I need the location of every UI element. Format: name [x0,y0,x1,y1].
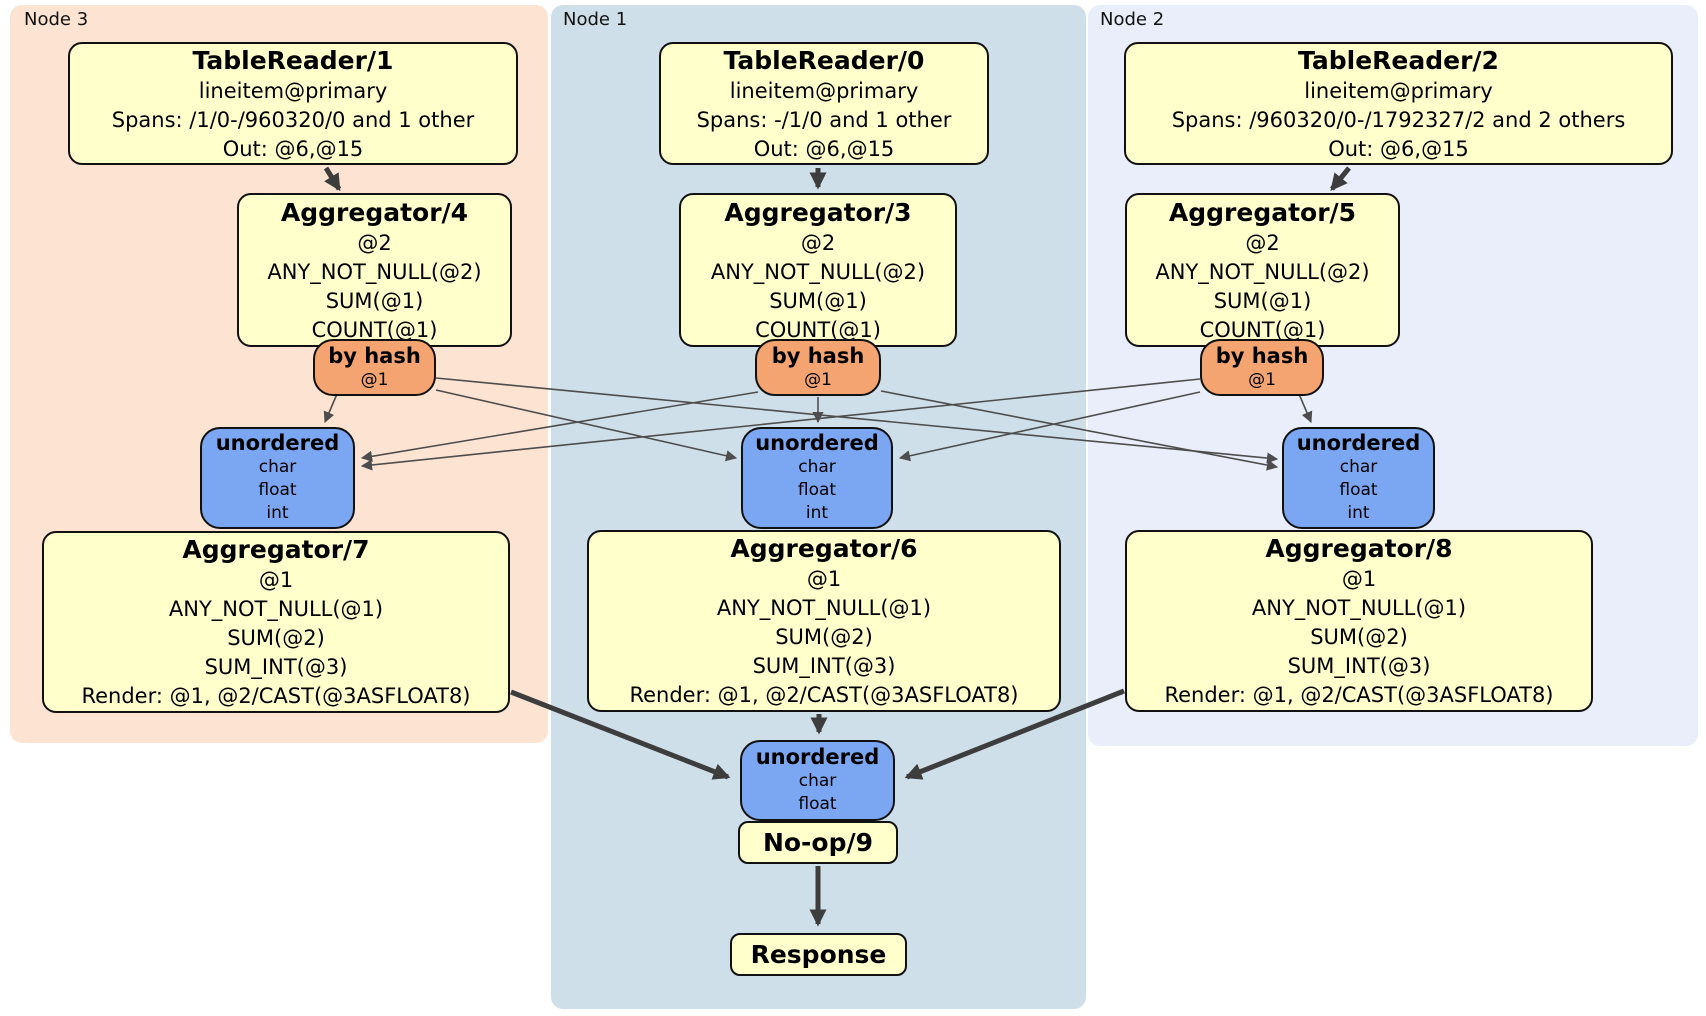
processor-detail: ANY_NOT_NULL(@2) [267,259,482,284]
processor-detail: lineitem@primary [198,78,388,103]
router-stream-edges [323,377,1313,471]
router-detail: @1 [1248,369,1276,390]
router-title: by hash [1215,343,1309,368]
sync-type: char [258,457,297,477]
processor-aggregator-3: Aggregator/3 @2 ANY_NOT_NULL(@2) SUM(@1)… [679,193,957,347]
processor-detail: @1 [1341,567,1377,591]
processor-detail: Render: @1, @2/CAST(@3ASFLOAT8) [1164,683,1554,707]
processor-detail: Spans: /960320/0-/1792327/2 and 2 others [1171,107,1626,132]
node2-label: Node 2 [1100,9,1165,30]
router-title: by hash [771,343,865,368]
node1-label: Node 1 [563,9,628,30]
processor-detail: @1 [258,568,294,592]
sync-unordered-node2: unordered char float int [1282,427,1435,529]
processor-detail: ANY_NOT_NULL(@2) [1155,259,1370,284]
processor-detail: SUM(@1) [325,288,424,313]
processor-aggregator-5: Aggregator/5 @2 ANY_NOT_NULL(@2) SUM(@1)… [1125,193,1400,347]
processor-detail: COUNT(@1) [1199,317,1326,342]
processor-detail: ANY_NOT_NULL(@2) [710,259,926,284]
sync-type: char [1339,457,1378,477]
sync-title: unordered [215,431,340,455]
sync-type: int [266,503,289,523]
processor-title: TableReader/2 [1298,45,1499,75]
processor-detail: COUNT(@1) [311,317,438,342]
processor-aggregator-4: Aggregator/4 @2 ANY_NOT_NULL(@2) SUM(@1)… [237,193,512,347]
sync-unordered-node3: unordered char float int [200,427,355,529]
processor-tablereader-2: TableReader/2 lineitem@primary Spans: /9… [1124,42,1673,165]
sync-title: unordered [1296,431,1421,455]
processor-detail: lineitem@primary [1304,78,1493,103]
processor-title: Aggregator/8 [1265,534,1453,563]
sync-title: unordered [755,431,879,455]
response-title: Response [750,940,887,969]
sync-unordered-final: unordered char float [740,740,895,821]
processor-tablereader-1: TableReader/1 lineitem@primary Spans: /1… [68,42,518,165]
processor-title: TableReader/1 [192,45,394,75]
router-title: by hash [328,343,421,368]
processor-aggregator-6: Aggregator/6 @1 ANY_NOT_NULL(@1) SUM(@2)… [587,530,1061,712]
processor-detail: SUM_INT(@3) [752,654,896,678]
processor-detail: @2 [357,230,392,255]
sync-unordered-node1: unordered char float int [741,427,893,529]
processor-detail: lineitem@primary [729,78,919,103]
sync-type: float [797,480,837,500]
processor-detail: ANY_NOT_NULL(@1) [168,597,384,621]
sync-type: char [798,457,836,477]
processor-detail: Spans: -/1/0 and 1 other [696,107,952,132]
processor-detail: Render: @1, @2/CAST(@3ASFLOAT8) [81,684,471,708]
processor-title: Aggregator/5 [1168,197,1357,227]
processor-tablereader-0: TableReader/0 lineitem@primary Spans: -/… [659,42,989,165]
processor-title: Aggregator/6 [730,534,918,563]
processor-noop-9: No-op/9 [738,821,898,864]
processor-detail: COUNT(@1) [755,317,881,342]
processor-detail: SUM(@1) [1213,288,1312,313]
sync-type: char [798,771,837,791]
router-by-hash-node1: by hash @1 [755,339,881,396]
processor-title: Aggregator/7 [182,535,370,564]
router-detail: @1 [360,369,389,390]
processor-detail: Out: @6,@15 [1328,136,1469,161]
processor-detail: SUM_INT(@3) [1287,654,1431,678]
processor-detail: Render: @1, @2/CAST(@3ASFLOAT8) [629,683,1019,707]
router-detail: @1 [804,369,832,390]
response-box: Response [730,933,907,976]
processor-detail: SUM(@2) [1310,625,1408,649]
processor-detail: @2 [1245,230,1280,255]
processor-aggregator-8: Aggregator/8 @1 ANY_NOT_NULL(@1) SUM(@2)… [1125,530,1593,712]
processor-detail: Out: @6,@15 [753,136,895,161]
sync-type: float [798,794,837,814]
sync-type: int [805,503,829,523]
processor-detail: ANY_NOT_NULL(@1) [716,596,932,620]
processor-aggregator-7: Aggregator/7 @1 ANY_NOT_NULL(@1) SUM(@2)… [42,531,510,713]
processor-title: Aggregator/4 [280,197,469,227]
processor-title: TableReader/0 [723,45,925,75]
processor-flow-edges [323,166,1351,927]
processor-detail: SUM(@2) [775,625,873,649]
processor-detail: SUM(@1) [769,288,867,313]
router-by-hash-node3: by hash @1 [313,339,436,396]
processor-detail: SUM(@2) [227,626,325,650]
processor-title: Aggregator/3 [724,197,912,227]
processor-title: No-op/9 [762,828,874,857]
node3-label: Node 3 [24,9,89,30]
sync-type: int [1347,503,1370,523]
sync-type: float [258,480,297,500]
processor-detail: Spans: /1/0-/960320/0 and 1 other [111,107,475,132]
processor-detail: SUM_INT(@3) [204,655,348,679]
sync-type: float [1339,480,1378,500]
router-by-hash-node2: by hash @1 [1200,339,1324,396]
sync-title: unordered [755,745,880,769]
processor-detail: @1 [806,567,842,591]
processor-detail: @2 [800,230,836,255]
processor-detail: Out: @6,@15 [222,136,364,161]
processor-detail: ANY_NOT_NULL(@1) [1251,596,1467,620]
